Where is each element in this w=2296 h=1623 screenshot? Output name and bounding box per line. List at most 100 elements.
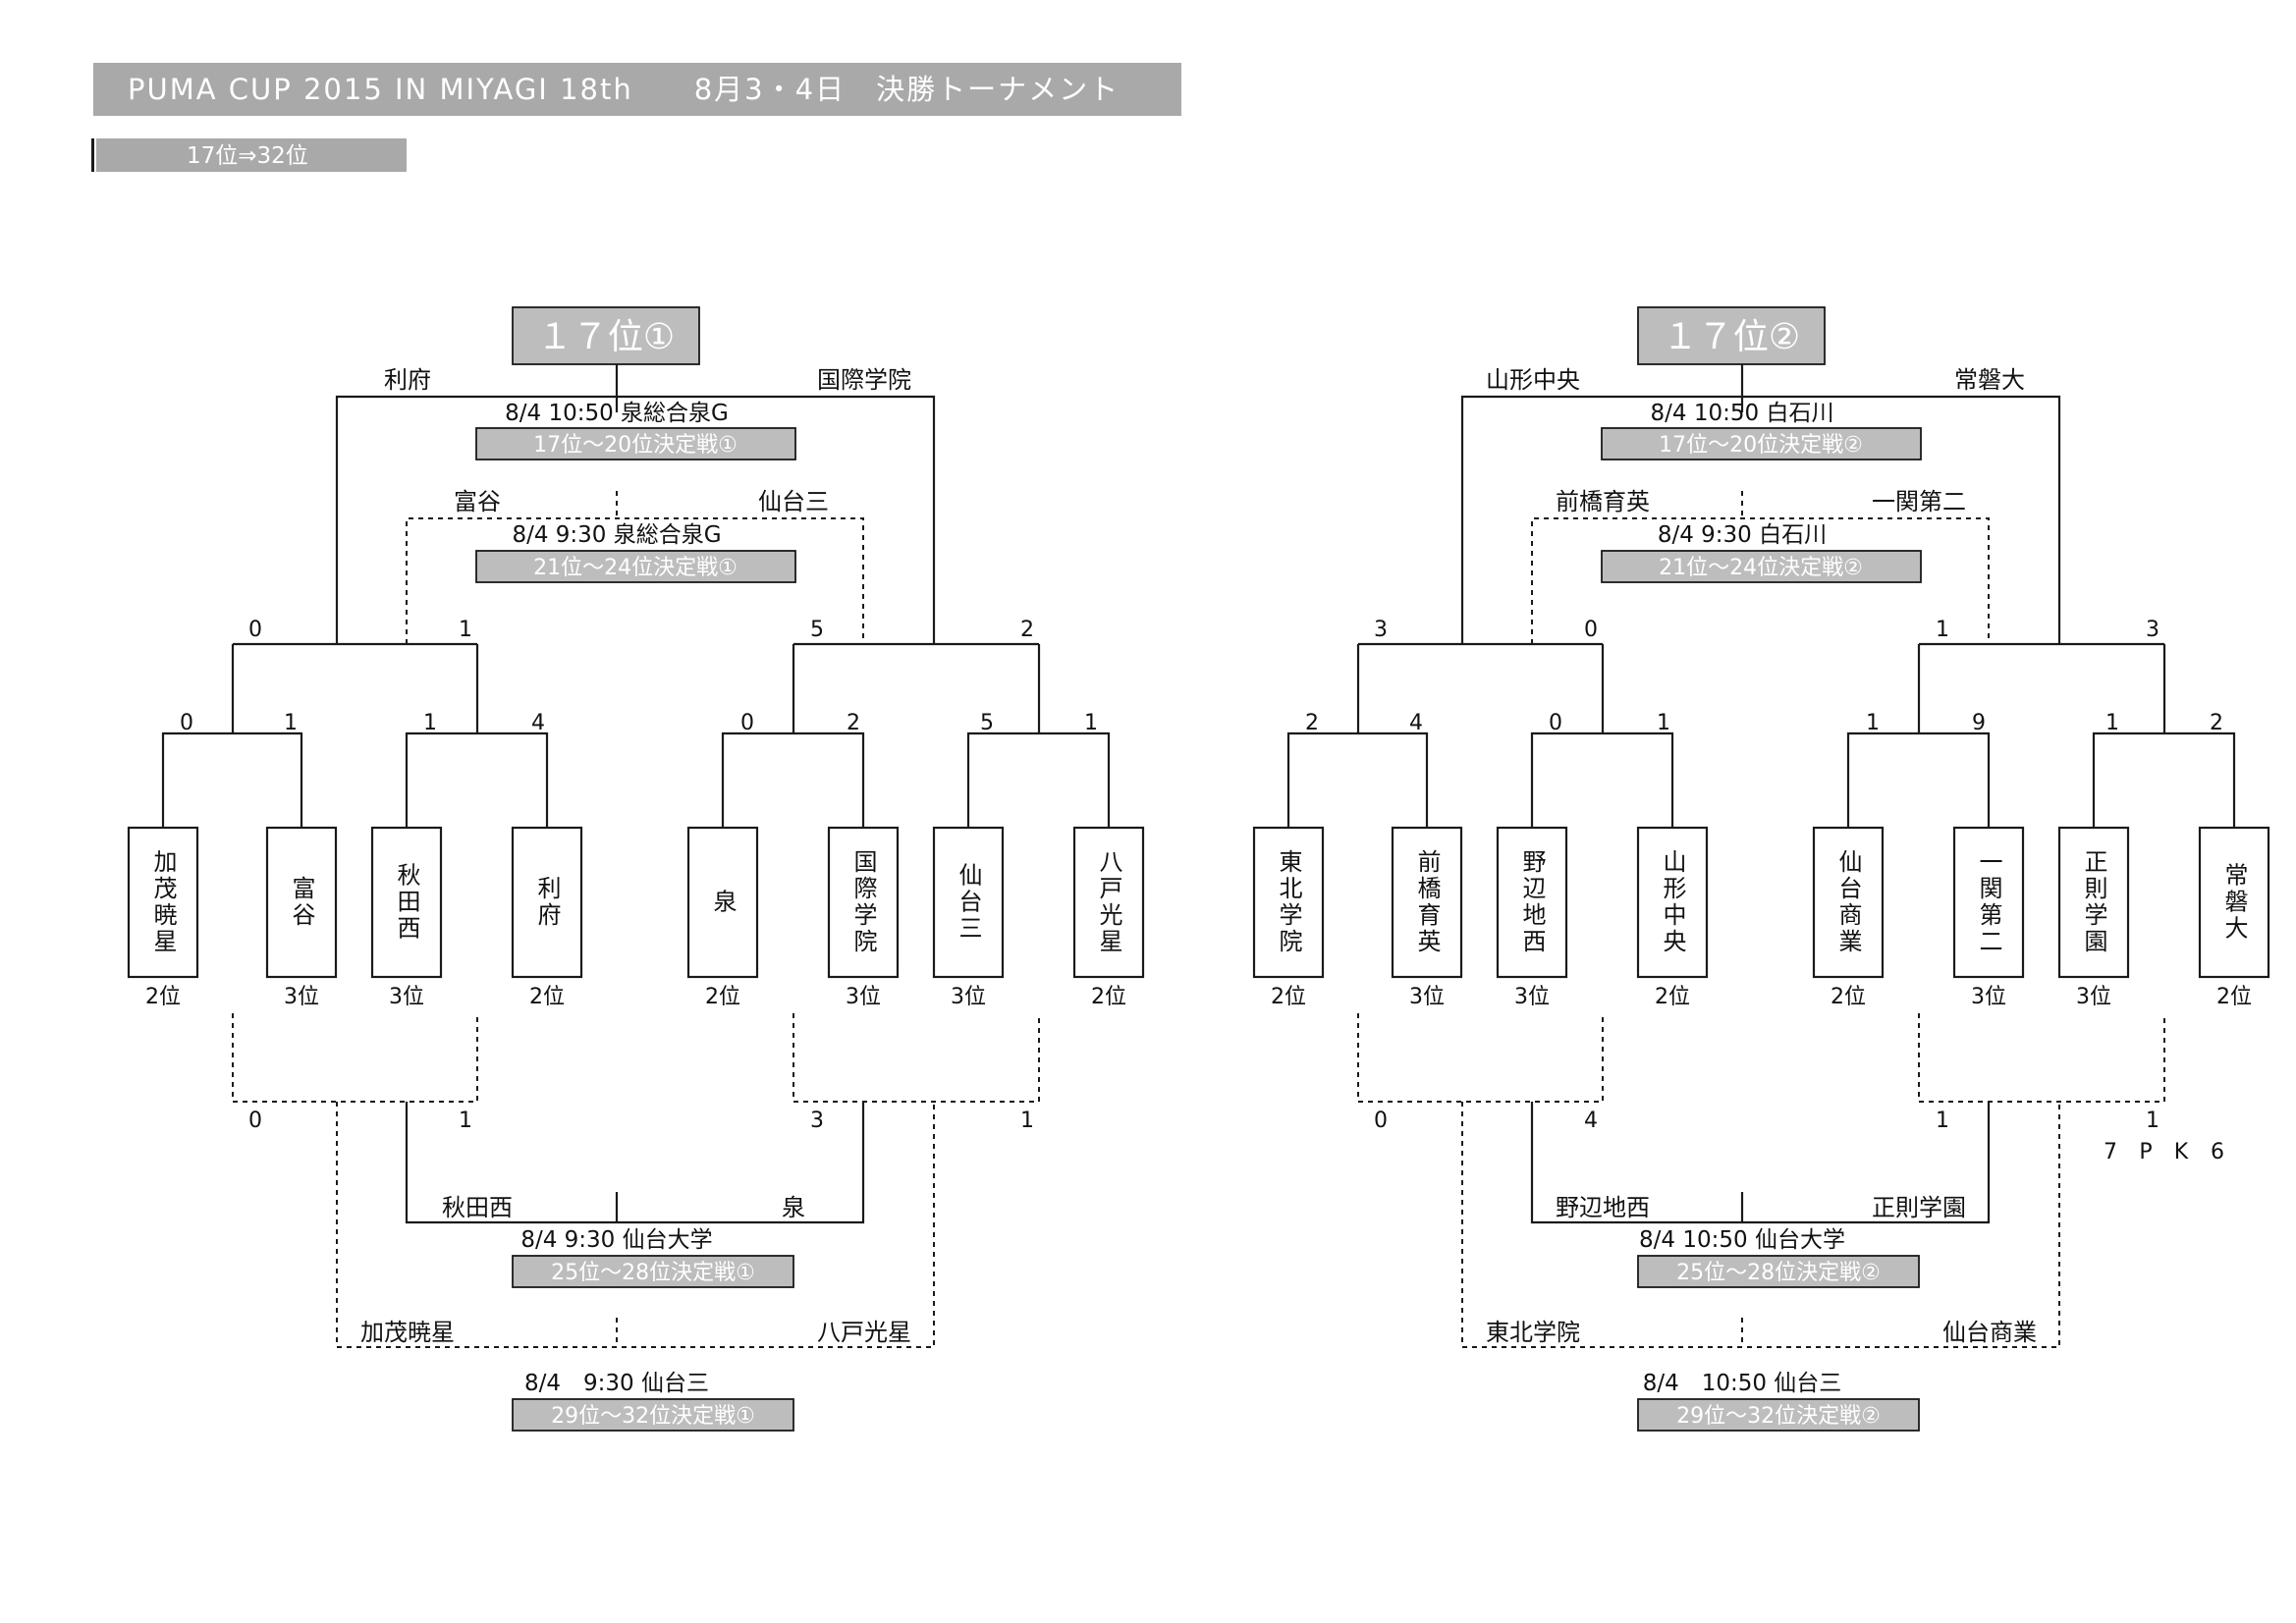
match-score: 4: [1584, 1109, 1598, 1133]
match-label: 21位～24位決定戦②: [1659, 556, 1863, 580]
match-label-box: [512, 1255, 794, 1288]
bracket-17-2: １７位②東北学院2位前橋育英3位野辺地西3位山形中央2位仙台商業2位一関第二3位…: [1252, 306, 2270, 1432]
team-box: [1636, 826, 1709, 979]
team-name: 利府: [533, 876, 561, 929]
header-title: PUMA CUP 2015 IN MIYAGI 18th 8月3・4日 決勝トー…: [128, 73, 1120, 106]
matchup-right: 仙台三: [758, 488, 829, 515]
bracket-line-lower: [793, 1013, 1040, 1103]
match-label-box: [1601, 550, 1922, 583]
team-rank: 3位: [951, 985, 986, 1009]
bracket-line-lower: [1357, 1013, 1604, 1103]
team-rank: 2位: [1831, 985, 1866, 1009]
bracket-title: １７位②: [1663, 317, 1800, 357]
bracket-line-r1: [1530, 731, 1674, 828]
bracket-title-box: [1637, 306, 1826, 365]
match-score: 4: [1409, 711, 1423, 735]
match-score: 1: [459, 1109, 472, 1133]
bracket-line-25-28: [405, 1102, 865, 1224]
match-score: 1: [1020, 1109, 1034, 1133]
match-time: 8/4 9:30 仙台大学: [520, 1227, 712, 1253]
team-name: 正則学園: [2080, 849, 2107, 955]
match-score: 1: [1866, 711, 1880, 735]
bracket-17-1: １７位①加茂暁星2位富谷3位秋田西3位利府2位泉2位国際学院3位仙台三3位八戸光…: [127, 306, 1145, 1432]
match-score: 1: [2146, 1109, 2159, 1133]
match-time: 8/4 10:50 白石川: [1651, 401, 1834, 426]
match-time: 8/4 10:50 仙台三: [1643, 1371, 1842, 1396]
match-score: 0: [248, 1109, 262, 1133]
match-score: 0: [740, 711, 754, 735]
team-rank: 3位: [1971, 985, 2006, 1009]
bracket-line-r1: [405, 731, 549, 828]
bracket-line-29-32: [1461, 1102, 2060, 1348]
match-score: 9: [1972, 711, 1986, 735]
match-time: 8/4 9:30 白石川: [1658, 522, 1827, 548]
bracket-line-r1: [966, 731, 1111, 828]
team-rank: 2位: [1091, 985, 1126, 1009]
matchup-right: 仙台商業: [1942, 1319, 2037, 1346]
bracket-line-final: [335, 395, 936, 644]
match-score: 2: [1305, 711, 1319, 735]
bracket-line-r1: [161, 731, 303, 828]
team-box: [827, 826, 900, 979]
team-box: [265, 826, 338, 979]
match-score: 1: [284, 711, 298, 735]
matchup-right: 泉: [782, 1194, 805, 1221]
bracket-title: １７位①: [537, 317, 675, 357]
match-time: 8/4 10:50 仙台大学: [1639, 1227, 1845, 1253]
match-score: 2: [1020, 618, 1034, 642]
team-rank: 2位: [1655, 985, 1690, 1009]
match-label: 21位～24位決定戦①: [533, 556, 738, 580]
match-label-box: [475, 427, 796, 460]
team-name: 常磐大: [2220, 863, 2248, 943]
match-label: 25位～28位決定戦①: [551, 1261, 755, 1285]
pk-score: 7: [2104, 1140, 2117, 1164]
match-score: 5: [810, 618, 824, 642]
matchup-right: 常磐大: [1954, 366, 2025, 394]
team-rank: 3位: [284, 985, 319, 1009]
match-label: 29位～32位決定戦①: [551, 1404, 755, 1429]
match-label: 29位～32位決定戦②: [1676, 1404, 1881, 1429]
matchup-right: 国際学院: [817, 366, 911, 394]
team-rank: 3位: [2076, 985, 2111, 1009]
team-name: 仙台三: [955, 863, 982, 943]
bracket-line-final: [1460, 395, 2061, 644]
matchup-left: 山形中央: [1486, 366, 1580, 394]
match-score: 5: [980, 711, 994, 735]
match-label: 25位～28位決定戦②: [1676, 1261, 1881, 1285]
team-name: 国際学院: [849, 849, 877, 955]
match-label-box: [512, 1398, 794, 1432]
matchup-right: 八戸光星: [817, 1319, 911, 1346]
match-score: 0: [1549, 711, 1562, 735]
match-label-box: [475, 550, 796, 583]
bracket-line-r1: [1286, 731, 1429, 828]
match-time: 8/4 9:30 仙台三: [524, 1371, 709, 1396]
matchup-left: 加茂暁星: [360, 1319, 455, 1346]
bracket-line-29-32: [336, 1102, 935, 1348]
team-rank: 2位: [1271, 985, 1306, 1009]
matchup-left: 東北学院: [1486, 1319, 1580, 1346]
team-name: 前橋育英: [1413, 849, 1441, 955]
team-rank: 3位: [846, 985, 881, 1009]
team-box: [1391, 826, 1463, 979]
bracket-line-r1: [721, 731, 865, 828]
team-name: 野辺地西: [1518, 849, 1546, 955]
bracket-line-lower: [1918, 1013, 2165, 1103]
pk-score: 6: [2211, 1140, 2224, 1164]
match-score: 0: [180, 711, 193, 735]
match-score: 4: [531, 711, 545, 735]
team-name: 富谷: [288, 876, 315, 929]
match-score: 1: [459, 618, 472, 642]
match-label-box: [1637, 1255, 1920, 1288]
bracket-line-25-28: [1530, 1102, 1991, 1224]
match-score: 1: [1084, 711, 1098, 735]
header-title-bar: [93, 63, 1181, 116]
team-name: 仙台商業: [1834, 849, 1862, 955]
match-score: 1: [2105, 711, 2119, 735]
match-score: 1: [1936, 1109, 1949, 1133]
team-rank: 3位: [1409, 985, 1445, 1009]
team-rank: 2位: [145, 985, 181, 1009]
match-score: 0: [1584, 618, 1598, 642]
team-name: 東北学院: [1275, 849, 1302, 955]
team-box: [686, 826, 759, 979]
matchup-left: 利府: [384, 366, 431, 394]
